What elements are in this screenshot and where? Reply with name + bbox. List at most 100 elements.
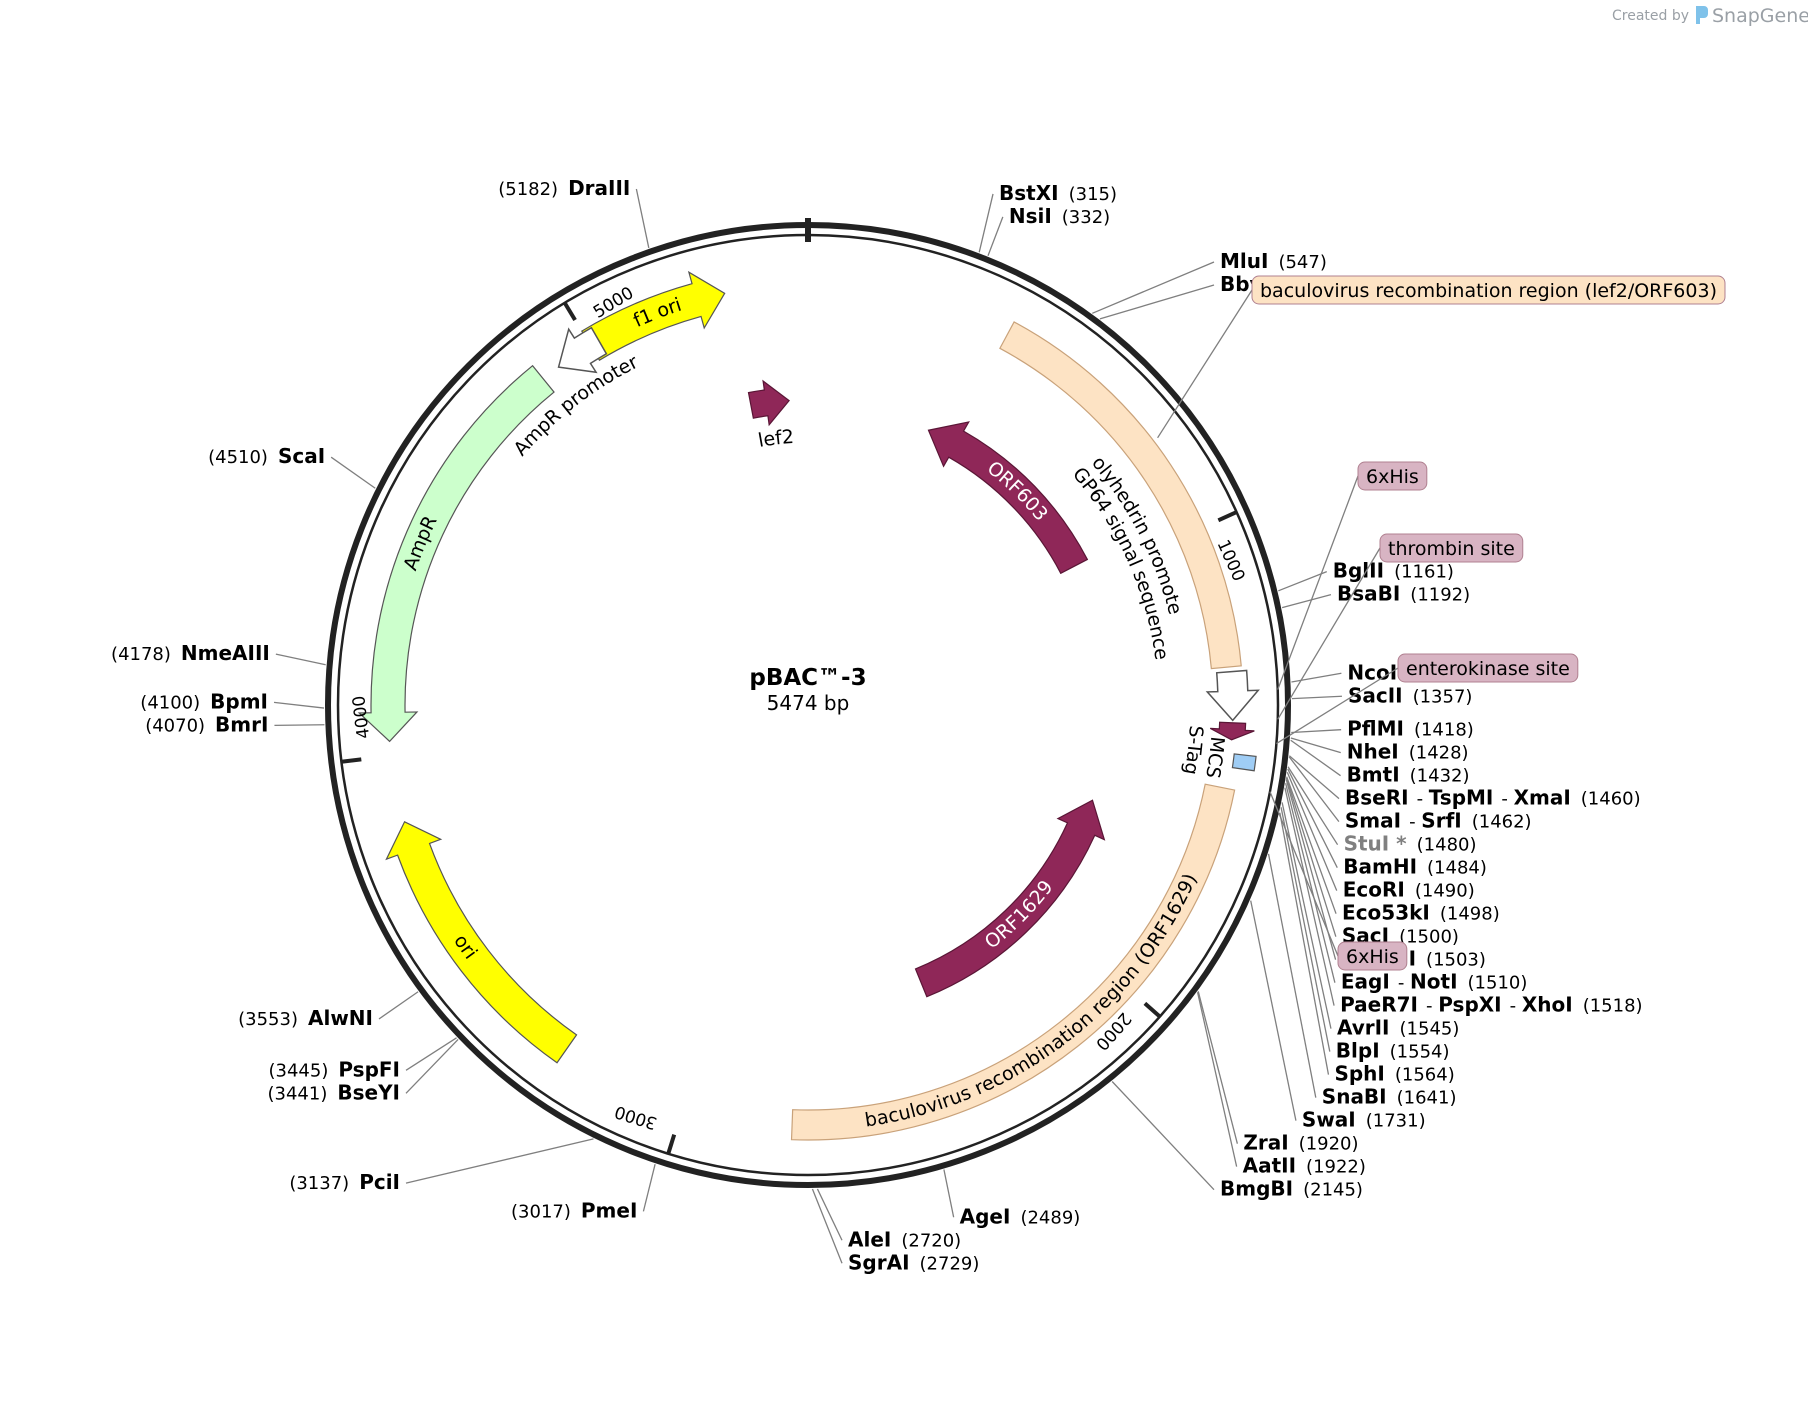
site-bpmi[interactable]: (4100)BpmI: [140, 689, 325, 713]
site-avrii[interactable]: AvrII(1545): [1281, 802, 1459, 1040]
feature-stag[interactable]: [1231, 753, 1257, 772]
site-mlui[interactable]: MluI(547): [1092, 249, 1327, 314]
site-leader: [816, 1188, 843, 1241]
site-sacii[interactable]: SacII(1357): [1291, 683, 1472, 707]
feature-callout-4[interactable]: enterokinase site: [1276, 653, 1579, 745]
site-label: PflMI(1418): [1347, 717, 1474, 741]
site-draiii[interactable]: (5182)DraIII: [498, 176, 650, 249]
tick-label-3000: 3000: [612, 1101, 659, 1133]
site-swai[interactable]: SwaI(1731): [1250, 900, 1426, 1132]
site-label: EcoRI(1490): [1343, 878, 1475, 902]
site-aatii[interactable]: AatII(1922): [1196, 992, 1366, 1178]
site-label: NsiI(332): [1009, 204, 1110, 228]
site-leader: [1291, 729, 1342, 734]
feature-polyhedrin-promoter[interactable]: [1205, 669, 1260, 722]
site-label: SnaBI(1641): [1322, 1085, 1457, 1109]
site-label: (5182)DraIII: [498, 176, 630, 200]
tick-mark-2000: [1143, 1001, 1162, 1019]
site-bmti[interactable]: BmtI(1432): [1290, 739, 1470, 787]
site-label: ZraI(1920): [1243, 1131, 1358, 1155]
site-zrai[interactable]: ZraI(1920): [1197, 991, 1359, 1155]
site-bglii[interactable]: BglII(1161): [1278, 559, 1454, 592]
site-ecori[interactable]: EcoRI(1490): [1286, 772, 1475, 902]
site-snabi[interactable]: SnaBI(1641): [1267, 853, 1457, 1109]
feature-orf603[interactable]: [927, 421, 1089, 575]
site-sgrai[interactable]: SgrAI(2729): [811, 1188, 979, 1274]
site-leader: [1280, 807, 1331, 1052]
site-bmgbi[interactable]: BmgBI(2145): [1111, 1081, 1363, 1201]
feature-recomb-orf1629[interactable]: [790, 783, 1236, 1141]
feature-callout-2[interactable]: 6xHis: [1277, 461, 1428, 690]
feature-shape-f1-ori: [580, 270, 726, 362]
feature-orf1629[interactable]: [914, 799, 1106, 998]
site-label: BmtI(1432): [1347, 763, 1470, 787]
feature-gp64-signal[interactable]: [1209, 721, 1255, 741]
site-bseri[interactable]: BseRI- TspMI- XmaI(1460): [1288, 755, 1641, 810]
feature-ampr[interactable]: [357, 364, 555, 743]
feature-recomb-lef2[interactable]: [999, 321, 1242, 670]
feature-ampr-promoter[interactable]: [557, 326, 608, 374]
site-label: (3017)PmeI: [511, 1198, 637, 1222]
site-leader: [330, 456, 376, 489]
site-nsii[interactable]: NsiI(332): [987, 204, 1110, 256]
site-label: BamHI(1484): [1343, 855, 1487, 879]
site-label: BsaBI(1192): [1337, 582, 1470, 606]
site-stui[interactable]: StuI *(1480): [1287, 766, 1477, 856]
site-leader: [1099, 284, 1215, 320]
site-smai[interactable]: SmaI- SrfI(1462): [1288, 756, 1532, 833]
site-bstxi[interactable]: BstXI(315): [978, 181, 1117, 253]
feature-f1-ori[interactable]: [580, 270, 726, 362]
site-leader: [987, 216, 1004, 256]
tick-mark-5000: [563, 301, 577, 322]
site-alei[interactable]: AleI(2720): [816, 1188, 961, 1251]
site-label: (4070)BmrI: [145, 712, 268, 736]
feature-callout-3[interactable]: thrombin site: [1277, 533, 1524, 720]
site-sphi[interactable]: SphI(1564): [1279, 812, 1455, 1086]
feature-label-orf603: ORF603: [983, 457, 1052, 525]
plasmid-center-label: pBAC™-3 5474 bp: [749, 665, 866, 715]
site-leader: [1287, 766, 1339, 846]
feature-callout-5[interactable]: 6xHis: [1269, 791, 1408, 971]
site-bseyi[interactable]: (3441)BseYI: [268, 1038, 459, 1104]
site-leader: [1286, 776, 1337, 914]
site-leader: [635, 188, 650, 249]
site-label: (3137)PciI: [289, 1170, 400, 1194]
feature-lef2[interactable]: [747, 379, 790, 427]
site-leader: [1279, 812, 1330, 1075]
site-bamhi[interactable]: BamHI(1484): [1287, 768, 1487, 879]
site-pmei[interactable]: (3017)PmeI: [511, 1164, 656, 1222]
site-nmeaiii[interactable]: (4178)NmeAIII: [111, 641, 326, 666]
site-agei[interactable]: AgeI(2489): [943, 1169, 1081, 1229]
site-nhei[interactable]: NheI(1428): [1290, 737, 1469, 764]
site-pcii[interactable]: (3137)PciI: [289, 1138, 594, 1194]
site-alwni[interactable]: (3553)AlwNI: [238, 991, 419, 1030]
site-blpi[interactable]: BlpI(1554): [1280, 807, 1450, 1063]
site-label: MluI(547): [1220, 249, 1327, 273]
site-eagi[interactable]: EagI- NotI(1510): [1284, 783, 1528, 994]
site-bmri[interactable]: (4070)BmrI: [145, 712, 325, 736]
site-label: (3553)AlwNI: [238, 1006, 373, 1030]
site-leader: [405, 1138, 594, 1184]
site-leader: [405, 1038, 459, 1094]
callout-box: [1379, 533, 1524, 563]
feature-shape-recomb-lef2: [999, 321, 1242, 670]
feature-callout-1[interactable]: baculovirus recombination region (lef2/O…: [1157, 275, 1726, 439]
site-scai[interactable]: (4510)ScaI: [208, 444, 376, 489]
site-leader: [1290, 739, 1341, 777]
site-pflmi[interactable]: PflMI(1418): [1291, 717, 1474, 741]
site-leader: [275, 653, 326, 666]
feature-label-orf1629: ORF1629: [981, 876, 1058, 953]
site-eco53ki[interactable]: Eco53kI(1498): [1286, 776, 1500, 925]
site-leader: [1288, 755, 1340, 800]
site-label: Eco53kI(1498): [1342, 901, 1500, 925]
site-pspfi[interactable]: (3445)PspFI: [269, 1037, 457, 1082]
site-label: AatII(1922): [1243, 1154, 1366, 1178]
snapgene-credit: Created by SnapGene: [1612, 5, 1808, 27]
site-paer7i[interactable]: PaeR7I- PspXI- XhoI(1518): [1284, 787, 1643, 1017]
site-label: AgeI(2489): [960, 1204, 1081, 1228]
feature-ori[interactable]: [385, 820, 578, 1064]
callout-text: 6xHis: [1346, 946, 1399, 968]
site-leader: [1092, 261, 1215, 314]
callout-box: [1357, 461, 1428, 491]
